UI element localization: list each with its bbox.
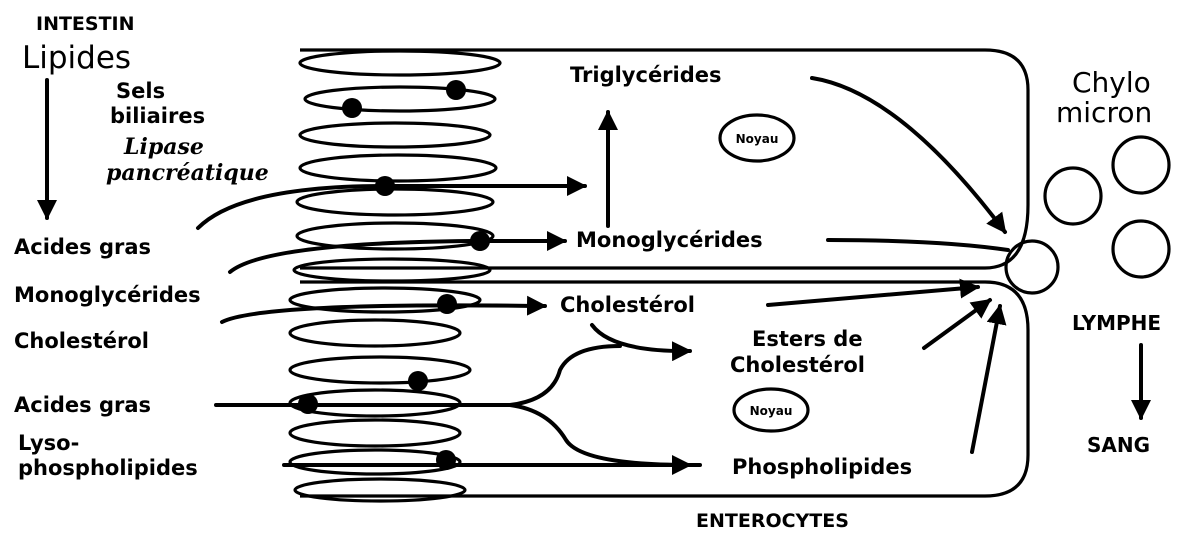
flow-arrows: [47, 78, 1141, 465]
transporter-dots: [298, 80, 490, 470]
arrow-trig-to-chylo: [812, 78, 1005, 232]
label-sang: SANG: [1087, 433, 1150, 457]
label-phospholipides-cell: Phospholipides: [732, 455, 912, 479]
label-esters-2: Cholestérol: [730, 353, 865, 377]
label-acides-gras-1: Acides gras: [14, 235, 151, 259]
label-micron: micron: [1056, 96, 1152, 129]
arrow-ag2-up: [510, 346, 620, 405]
arrow-mono-cell-to-chylo: [828, 240, 1008, 250]
label-triglycerides: Triglycérides: [570, 63, 722, 87]
label-chylo: Chylo: [1072, 66, 1151, 99]
label-noyau-upper: Noyau: [736, 132, 779, 146]
label-biliaires: biliaires: [110, 104, 205, 128]
label-sels: Sels: [116, 79, 165, 103]
arrow-chol-cell-to-chylo: [768, 287, 978, 305]
label-lymphe: LYMPHE: [1072, 311, 1161, 335]
label-monoglycerides-cell: Monoglycérides: [576, 228, 763, 252]
label-noyau-lower: Noyau: [750, 404, 793, 418]
label-lyso: Lyso-: [18, 431, 79, 455]
label-monoglycerides-left: Monoglycérides: [14, 283, 201, 307]
label-phospholipides-left: phospholipides: [18, 456, 198, 480]
label-cholesterol-cell: Cholestérol: [560, 293, 695, 317]
arrow-ag2-down: [510, 405, 690, 465]
label-esters-1: Esters de: [752, 327, 863, 351]
label-acides-gras-2: Acides gras: [14, 393, 151, 417]
label-lipase: Lipase: [123, 134, 204, 160]
arrow-phospho-to-chylo: [972, 306, 1000, 452]
chylomicrons: [1006, 137, 1169, 293]
arrow-esters-to-chylo: [924, 300, 990, 348]
microvilli: [290, 51, 500, 501]
label-pancreatique: pancréatique: [106, 160, 269, 186]
label-lipides: Lipides: [22, 40, 131, 76]
label-intestin: INTESTIN: [36, 13, 135, 35]
label-cholesterol-left: Cholestérol: [14, 329, 149, 353]
label-enterocytes: ENTEROCYTES: [696, 510, 849, 532]
